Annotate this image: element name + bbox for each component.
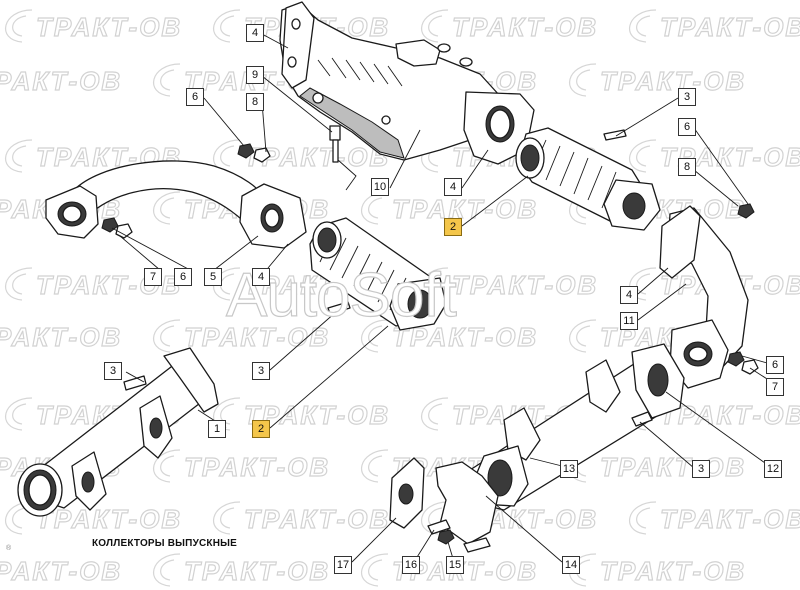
curved-exhaust-pipe-left [45,160,307,249]
callout-4: 4 [252,268,270,286]
callout-6: 6 [678,118,696,136]
brand-watermark-text: ТРАКТ-ОВ [600,452,746,482]
brand-watermark-text: ТРАКТ-ОВ [36,504,182,534]
brand-logo-watermark-icon [569,319,597,353]
manifold-casting-top [279,1,535,165]
bellows-expansion-joint-center [309,217,447,331]
bellows-expansion-joint-upper [515,127,755,231]
exhaust-elbow-bottom [389,457,499,553]
callout-3: 3 [678,88,696,106]
brand-watermark-text: ТРАКТ-ОВ [600,66,746,96]
callout-12: 12 [764,460,782,478]
brand-logo-watermark-icon [213,9,241,43]
callout-11: 11 [620,312,638,330]
callout-5: 5 [204,268,222,286]
leader-lines [111,33,779,563]
callout-10: 10 [371,178,389,196]
brand-logo-watermark-icon [5,9,33,43]
callout-15: 15 [446,556,464,574]
brand-watermark-text: ТРАКТ-ОВ [0,66,122,96]
brand-logo-watermark-icon [421,397,449,431]
callout-17: 17 [334,556,352,574]
brand-logo-watermark-icon [213,501,241,535]
brand-logo-watermark-icon [569,63,597,97]
brand-watermark-text: ТРАКТ-ОВ [184,556,330,586]
callout-4: 4 [620,286,638,304]
callout-6: 6 [766,356,784,374]
callout-8: 8 [678,158,696,176]
callout-4: 4 [444,178,462,196]
brand-logo-watermark-icon [153,449,181,483]
brand-logo-watermark-icon [5,397,33,431]
brand-watermark-text: ТРАКТ-ОВ [660,12,800,42]
brand-logo-watermark-icon [629,9,657,43]
callout-14: 14 [562,556,580,574]
callout-2-highlighted: 2 [444,218,462,236]
brand-watermark-text: ТРАКТ-ОВ [0,322,122,352]
brand-watermark-text: ТРАКТ-ОВ [452,12,598,42]
brand-watermark-text: ТРАКТ-ОВ [36,12,182,42]
callout-3: 3 [104,362,122,380]
stud-bolt-9 [329,125,357,191]
callout-8: 8 [246,93,264,111]
brand-logo-watermark-icon [361,319,389,353]
callout-7: 7 [144,268,162,286]
callout-13: 13 [560,460,578,478]
brand-logo-watermark-icon [421,9,449,43]
brand-watermark-text: ТРАКТ-ОВ [452,270,598,300]
brand-watermark-text: ТРАКТ-ОВ [392,194,538,224]
elbow-pipe-right [659,205,759,389]
brand-logo-watermark-icon [629,139,657,173]
diagram-caption: КОЛЛЕКТОРЫ ВЫПУСКНЫЕ [92,538,237,549]
callout-9: 9 [246,66,264,84]
brand-watermark-text: ТРАКТ-ОВ [244,504,390,534]
exhaust-manifold-pipe-1 [17,347,219,517]
exhaust-manifold-pipe-13 [469,343,685,511]
brand-watermark-text: ТРАКТ-ОВ [184,452,330,482]
callout-6: 6 [174,268,192,286]
callout-4: 4 [246,24,264,42]
brand-watermark-text: ТРАКТ-ОВ [0,556,122,586]
brand-logo-watermark-icon [361,553,389,587]
brand-logo-watermark-icon [629,501,657,535]
brand-logo-watermark-icon [153,319,181,353]
callout-1: 1 [208,420,226,438]
brand-logo-watermark-icon [153,191,181,225]
callout-2-highlighted: 2 [252,420,270,438]
brand-watermark-text: ТРАКТ-ОВ [660,504,800,534]
page-mark: ® [6,545,12,552]
brand-watermark-text: ТРАКТ-ОВ [600,556,746,586]
callout-16: 16 [402,556,420,574]
callout-6: 6 [186,88,204,106]
brand-logo-watermark-icon [5,267,33,301]
brand-logo-watermark-icon [153,553,181,587]
brand-logo-watermark-icon [629,267,657,301]
brand-logo-watermark-icon [361,449,389,483]
callout-3: 3 [692,460,710,478]
brand-logo-watermark-icon [153,63,181,97]
brand-logo-watermark-icon [5,139,33,173]
brand-watermark-text: ТРАКТ-ОВ [184,322,330,352]
callout-7: 7 [766,378,784,396]
callout-3: 3 [252,362,270,380]
